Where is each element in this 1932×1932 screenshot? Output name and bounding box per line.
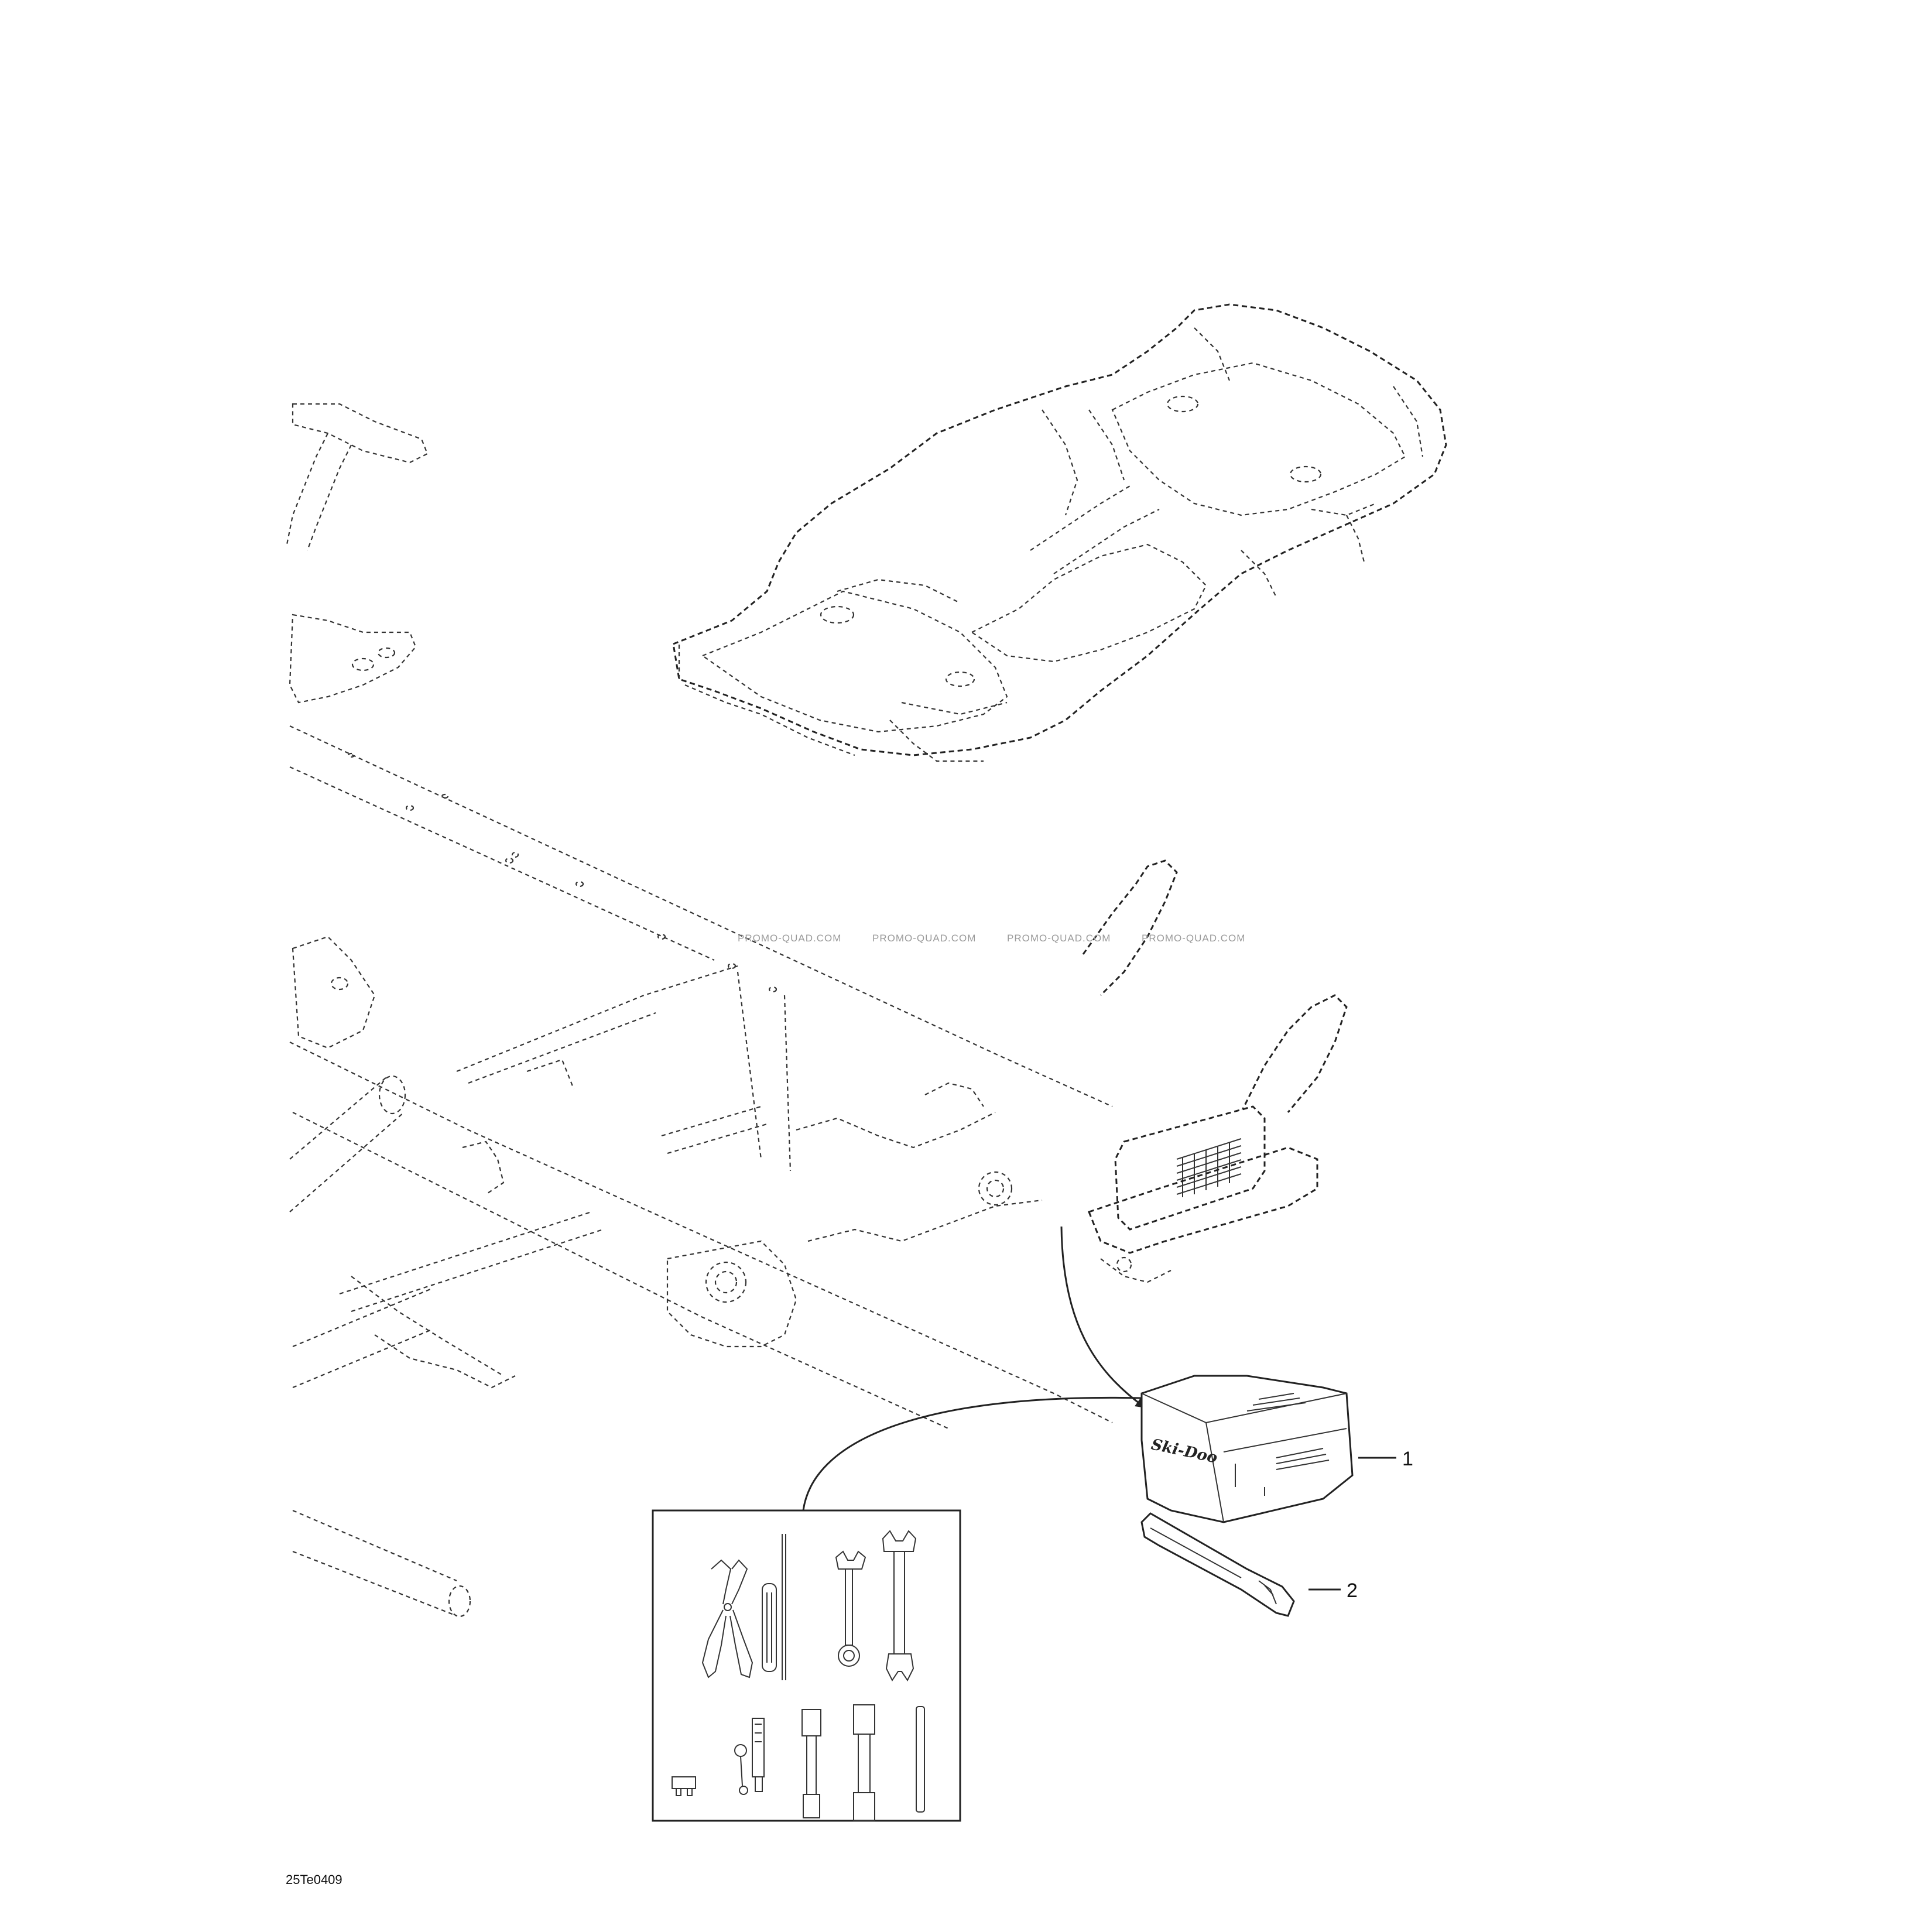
callout-number-1: 1 <box>1402 1448 1413 1470</box>
callout-number-2: 2 <box>1347 1580 1358 1602</box>
leader-line-box-to-kit <box>802 1396 1142 1511</box>
large-wrench-icon <box>882 1530 917 1681</box>
fuse-icon <box>672 1776 696 1796</box>
pliers-icon <box>701 1559 753 1678</box>
drawing-code: 25Te0409 <box>286 1872 342 1887</box>
frame-drawing <box>289 725 1348 1618</box>
tool-strap-drawing <box>1140 1512 1295 1617</box>
small-wrench-icon <box>835 1550 866 1667</box>
tool-box-drawing: Ski-Doo <box>1140 1375 1354 1523</box>
tool-kit-frame <box>652 1509 961 1822</box>
tire-gauge-icon <box>734 1718 765 1795</box>
screwdriver-icon <box>762 1534 786 1680</box>
tool-kit-panel <box>652 1509 961 1822</box>
watermark-text: PROMO-QUAD.COM <box>1142 933 1245 944</box>
left-footrest-drawing <box>286 403 429 704</box>
rear-rack-drawing <box>672 303 1447 762</box>
large-socket-icon <box>853 1704 875 1821</box>
radiator-grille <box>1176 1138 1242 1197</box>
leader-line-frame-to-box <box>1060 1226 1142 1406</box>
watermark-group: PROMO-QUAD.COM PROMO-QUAD.COM PROMO-QUAD… <box>738 933 1245 944</box>
small-socket-icon <box>801 1709 821 1818</box>
watermark-text: PROMO-QUAD.COM <box>872 933 976 944</box>
watermark-text: PROMO-QUAD.COM <box>1007 933 1111 944</box>
watermark-text: PROMO-QUAD.COM <box>738 933 841 944</box>
extension-bar-icon <box>916 1706 925 1813</box>
